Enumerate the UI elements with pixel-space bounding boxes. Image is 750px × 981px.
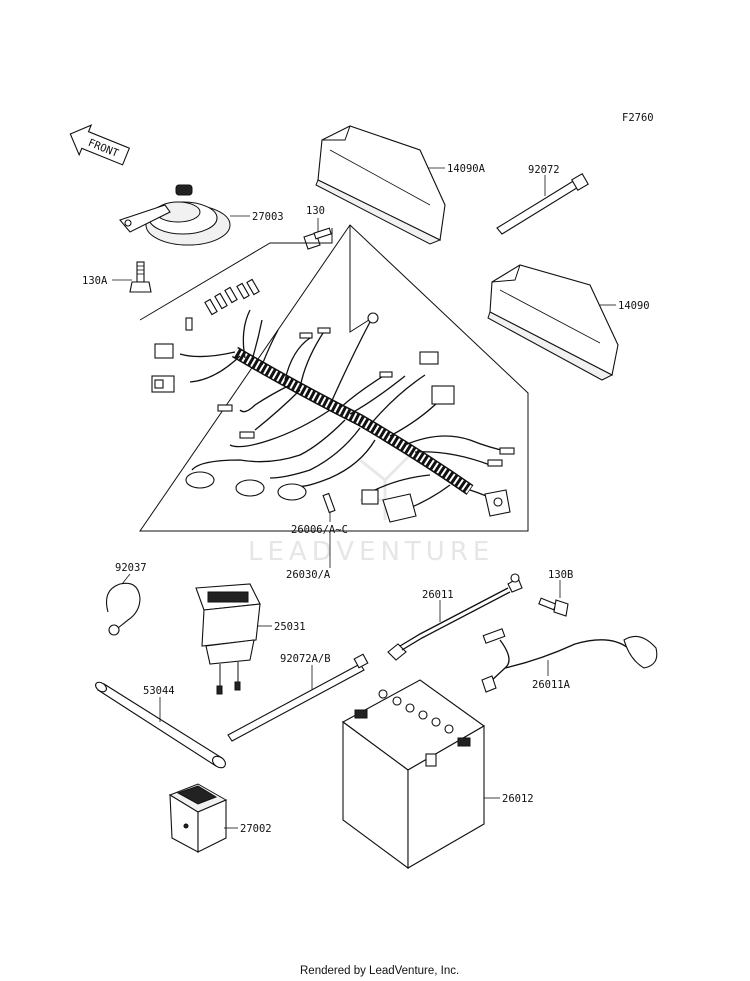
- cover-14090[interactable]: [487, 264, 619, 381]
- part-label-27003: 27003: [252, 211, 284, 223]
- part-label-26012: 26012: [502, 793, 534, 805]
- part-label-26006: 26006/A~C: [291, 524, 348, 536]
- part-label-14090a: 14090A: [447, 163, 486, 175]
- part-label-130a: 130A: [82, 275, 108, 287]
- hour-meter-25031[interactable]: [195, 583, 261, 695]
- part-label-26011: 26011: [422, 589, 454, 601]
- band-92072[interactable]: [496, 173, 589, 235]
- part-label-130b: 130B: [548, 569, 573, 581]
- harness-box: [139, 224, 529, 532]
- bolt-130a[interactable]: [129, 261, 152, 293]
- tube-53044[interactable]: [94, 680, 228, 770]
- horn[interactable]: [119, 184, 231, 246]
- part-label-92037: 92037: [115, 562, 147, 574]
- cable-26011a[interactable]: [481, 628, 658, 693]
- battery-26012[interactable]: [341, 679, 486, 870]
- part-label-25031: 25031: [274, 621, 306, 633]
- bolt-130[interactable]: [303, 227, 332, 250]
- part-label-92072: 92072: [528, 164, 560, 176]
- main-wiring-harness[interactable]: [151, 278, 515, 523]
- fuse-26006[interactable]: [322, 492, 336, 514]
- front-arrow-icon: FRONT: [69, 124, 131, 166]
- part-label-130: 130: [306, 205, 325, 217]
- cable-26011[interactable]: [387, 573, 523, 661]
- bolt-130b[interactable]: [538, 597, 569, 617]
- band-92072ab[interactable]: [227, 653, 369, 742]
- figure-code: F2760: [622, 112, 654, 124]
- cover-14090a[interactable]: [315, 125, 446, 245]
- footer-credit: Rendered by LeadVenture, Inc.: [300, 965, 459, 977]
- part-label-92072ab: 92072A/B: [280, 653, 331, 665]
- part-label-27002: 27002: [240, 823, 272, 835]
- watermark-text: LEADVENTURE: [248, 537, 494, 567]
- part-label-26030: 26030/A: [286, 569, 331, 581]
- part-label-53044: 53044: [143, 685, 175, 697]
- part-label-14090: 14090: [618, 300, 650, 312]
- part-label-26011a: 26011A: [532, 679, 571, 691]
- clamp-92037[interactable]: [105, 582, 141, 636]
- relay-27002[interactable]: [168, 783, 228, 853]
